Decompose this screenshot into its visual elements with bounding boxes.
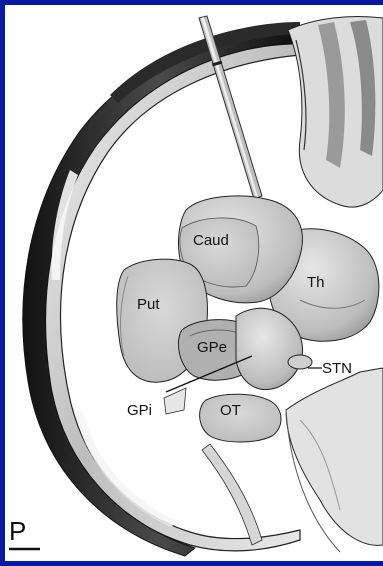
label-gpi: GPi <box>127 403 152 418</box>
label-caudate: Caud <box>193 233 229 248</box>
frame-border-bottom <box>0 561 383 566</box>
folded-ribbon-upper-right <box>288 17 383 208</box>
label-optic-tract: OT <box>220 403 241 418</box>
label-thalamus: Th <box>307 275 325 290</box>
brainstem-wedge <box>286 368 383 552</box>
frame-border-left <box>0 0 5 566</box>
label-gpe: GPe <box>197 340 227 355</box>
label-posterior-orientation: P <box>9 518 26 544</box>
stn-shape <box>288 355 312 369</box>
lower-inner-ribbon <box>202 444 262 545</box>
frame-border-top <box>0 0 383 5</box>
label-putamen: Put <box>137 297 160 312</box>
label-stn: STN <box>322 361 352 376</box>
